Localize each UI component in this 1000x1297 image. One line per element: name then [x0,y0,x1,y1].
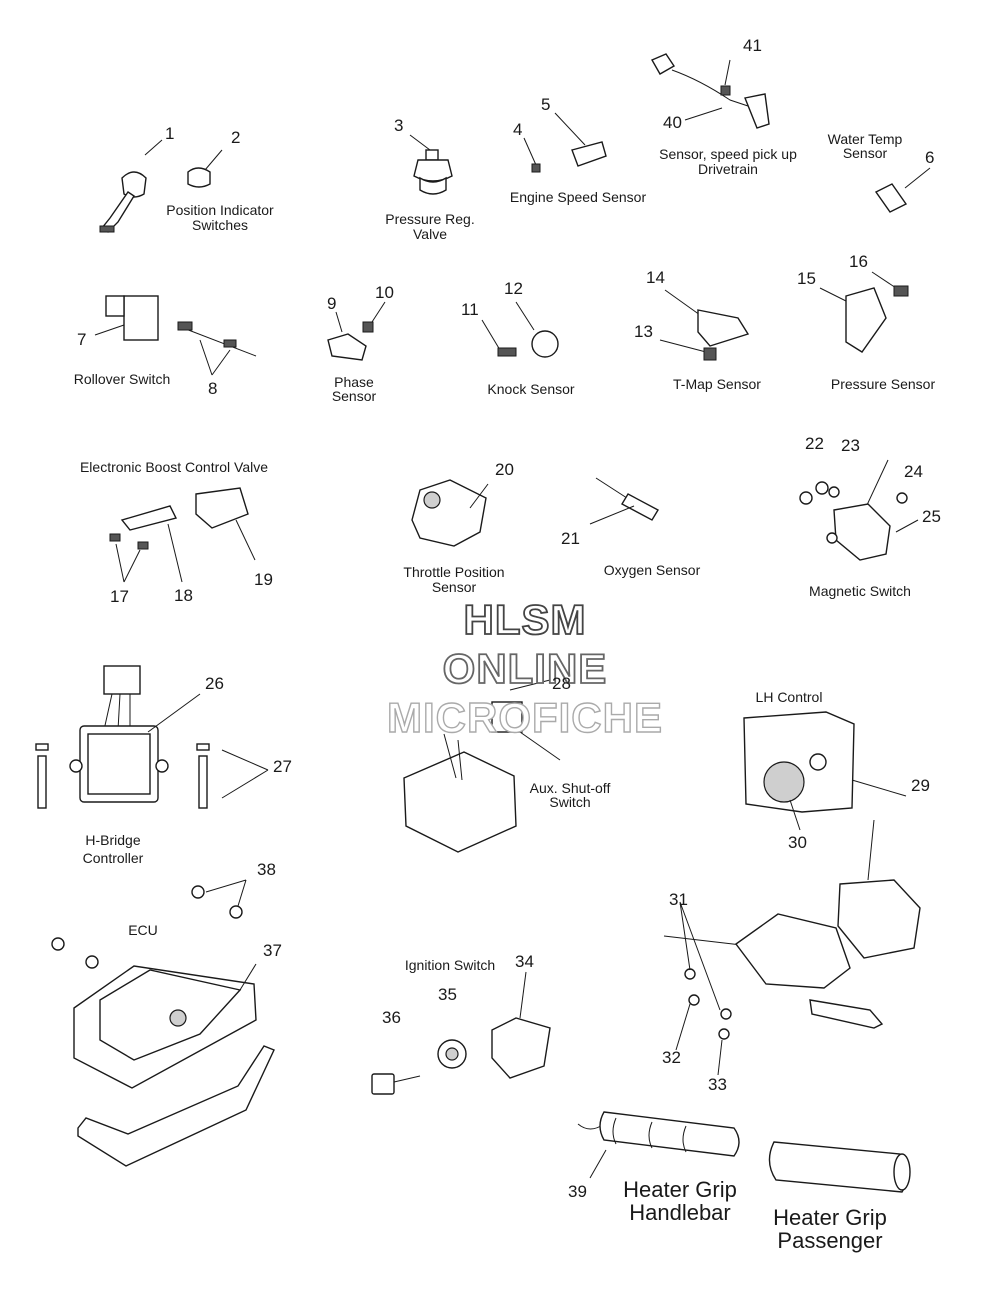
part-lh-control [743,711,907,831]
part-position-switch [99,139,223,233]
label-oxygen: Oxygen Sensor [603,562,701,578]
part-engine-speed-sensor [523,112,607,173]
callout-5: 5 [541,95,551,114]
callout-30: 30 [788,833,807,852]
callout-40: 40 [663,113,682,132]
label-ecu: ECU [128,922,158,938]
part-tmap-sensor [659,289,750,361]
callout-4: 4 [513,120,523,139]
callout-35: 35 [438,985,457,1004]
callout-11: 11 [461,300,479,319]
callout-25: 25 [922,507,941,526]
callout-8: 8 [208,379,218,398]
part-oxygen-sensor [589,477,659,525]
part-knock-sensor [481,301,559,358]
label-position-indicator: Position Indicator Switches [166,202,274,233]
label-hbridge: H-Bridge Controller [82,832,144,866]
watermark-line1: HLSM [463,595,587,644]
callout-20: 20 [495,460,514,479]
callout-2: 2 [231,128,241,147]
label-phase: Phase Sensor [331,374,377,404]
part-pressure-sensor [819,271,909,353]
callout-7: 7 [77,330,87,349]
callout-3: 3 [394,116,404,135]
callout-38: 38 [257,860,276,879]
label-knock: Knock Sensor [487,381,575,397]
watermark-line2: ONLINE [442,644,608,693]
callout-19: 19 [254,570,273,589]
part-speed-pickup [651,53,770,129]
label-rollover: Rollover Switch [73,371,171,387]
callout-29: 29 [911,776,930,795]
part-pressure-reg [409,134,453,195]
label-tmap: T-Map Sensor [673,376,761,392]
callout-16: 16 [849,252,868,271]
callout-36: 36 [382,1008,401,1027]
label-boost-valve: Electronic Boost Control Valve [79,459,269,475]
callout-28: 28 [552,674,571,693]
part-boost-valve [109,487,256,583]
callout-31: 31 [669,890,688,909]
callout-18: 18 [174,586,193,605]
label-heater-handlebar: Heater Grip Handlebar [623,1177,737,1225]
callout-34: 34 [515,952,534,971]
callout-10: 10 [375,283,394,302]
callout-15: 15 [797,269,816,288]
callout-17: 17 [110,587,129,606]
callout-6: 6 [925,148,935,167]
part-heater-grips [577,1111,911,1193]
part-phase-sensor [327,301,386,361]
callout-13: 13 [634,322,653,341]
label-ignition: Ignition Switch [404,957,496,973]
label-aux-shutoff: Aux. Shut-off Switch [529,780,611,810]
part-aux-shutoff [403,679,561,853]
part-handlebar-control [663,819,921,1076]
callout-14: 14 [646,268,665,287]
callout-9: 9 [327,294,337,313]
label-throttle-position: Throttle Position Sensor [403,564,505,595]
part-magnetic-switch [799,459,919,561]
part-water-temp-sensor [874,167,931,213]
callout-21: 21 [561,529,580,548]
part-hbridge-controller [35,665,269,809]
label-speed-pickup: Sensor, speed pick up Drivetrain [659,146,797,177]
watermark-line3: MICROFICHE [386,693,663,741]
part-rollover-switch [94,295,257,376]
callout-23: 23 [841,436,860,455]
label-water-temp: Water Temp Sensor [827,131,903,161]
part-throttle-sensor [411,479,489,547]
callout-12: 12 [504,279,523,298]
part-ecu [51,879,275,1167]
callout-27: 27 [273,757,292,776]
callout-32: 32 [662,1048,681,1067]
label-lh-control: LH Control [755,689,823,705]
label-engine-speed: Engine Speed Sensor [509,189,647,205]
callout-41: 41 [743,36,762,55]
callout-26: 26 [205,674,224,693]
label-pressure-sensor: Pressure Sensor [830,376,936,392]
callout-37: 37 [263,941,282,960]
callout-22: 22 [805,434,824,453]
callout-33: 33 [708,1075,727,1094]
label-heater-passenger: Heater Grip Passenger [773,1205,887,1253]
label-magnetic-switch: Magnetic Switch [809,583,911,599]
callout-24: 24 [904,462,923,481]
callout-39: 39 [568,1182,587,1201]
label-pressure-reg: Pressure Reg. Valve [385,211,475,242]
part-ignition [371,971,551,1095]
callout-1: 1 [165,124,175,143]
